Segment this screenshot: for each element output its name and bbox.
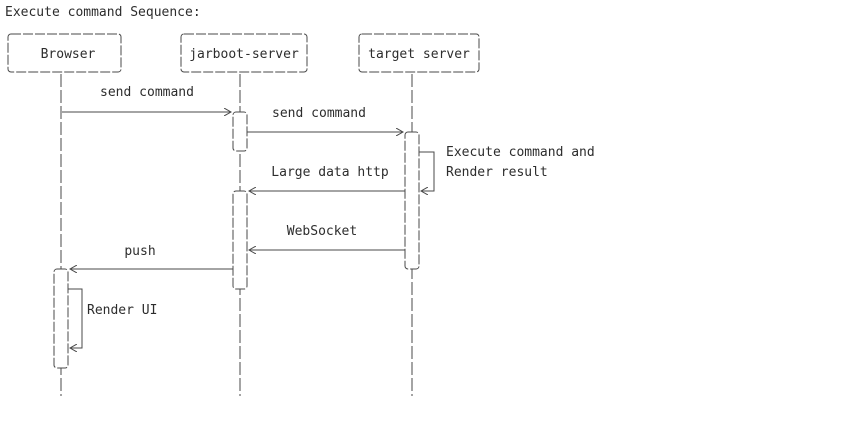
participant-jarboot-label: jarboot-server (189, 47, 299, 62)
message-label-4: Large data http (271, 165, 389, 180)
activation-jarboot-1 (232, 111, 248, 152)
message-label-6: push (124, 244, 155, 259)
activation-jarboot-2 (232, 190, 248, 290)
message-label-5: WebSocket (287, 224, 357, 239)
diagram-title: Execute command Sequence: (5, 5, 201, 20)
message-label-3-line-2: Render result (446, 165, 548, 180)
message-label-7: Render UI (87, 303, 157, 318)
message-label-1: send command (100, 85, 194, 100)
message-arrow-7 (68, 288, 83, 348)
participant-browser-label: Browser (41, 47, 96, 62)
participant-browser: Browser (7, 33, 122, 73)
activation-browser (53, 268, 69, 369)
activation-target (404, 131, 420, 270)
message-label-3-line-1: Execute command and (446, 145, 595, 160)
participant-target-server: target server (358, 33, 480, 73)
message-arrow-3 (419, 151, 435, 191)
participant-jarboot-server: jarboot-server (180, 33, 308, 73)
participant-target-label: target server (368, 47, 470, 62)
message-label-2: send command (272, 106, 366, 121)
